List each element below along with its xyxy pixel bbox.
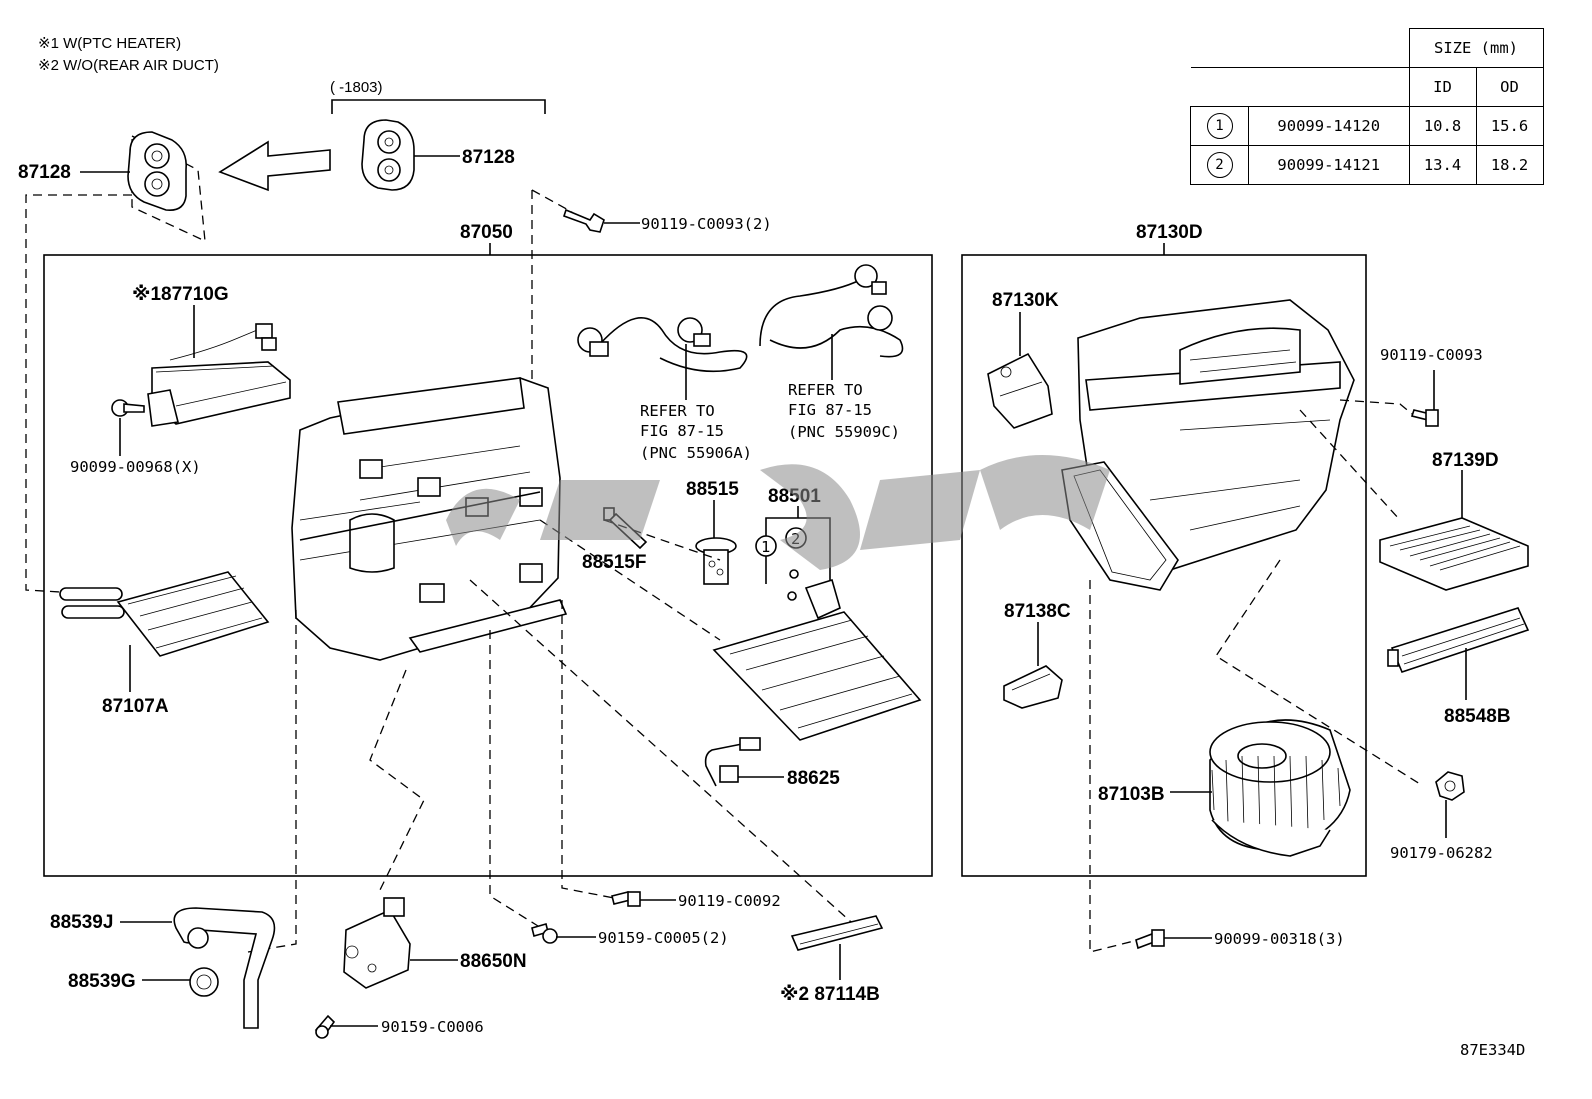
assembly-box-87050 xyxy=(43,254,933,877)
label-90119-C0093: 90119-C0093 xyxy=(1380,346,1483,364)
watermark-logo xyxy=(446,455,1110,570)
drain-hose-88539J xyxy=(173,907,276,1029)
aspirator-hose-55906A xyxy=(577,317,748,373)
refer-2-line-a: REFER TO xyxy=(788,381,863,399)
table-row: 2 90099-14121 13.4 18.2 xyxy=(1190,145,1544,185)
screw-90119-C0092 xyxy=(611,891,641,907)
label-87103B: 87103B xyxy=(1098,784,1165,805)
size-table-header: SIZE (mm) xyxy=(1408,28,1544,68)
screw-90099-00968 xyxy=(111,399,145,417)
label-87050: 87050 xyxy=(460,222,513,243)
label-87130D: 87130D xyxy=(1136,222,1203,243)
size-row-part: 90099-14121 xyxy=(1248,145,1410,185)
label-88515F: 88515F xyxy=(582,552,646,573)
heater-case-housing xyxy=(291,377,568,661)
refer-2-line-b: FIG 87-15 xyxy=(788,401,872,419)
label-87139D: 87139D xyxy=(1432,450,1499,471)
label-90159-C0006: 90159-C0006 xyxy=(381,1018,484,1036)
label-90099-00968-X: 90099-00968(X) xyxy=(70,458,201,476)
label-90119-C0092: 90119-C0092 xyxy=(678,892,781,910)
o-ring-mark-1: 1 xyxy=(761,538,770,556)
air-filter-87139D xyxy=(1379,517,1529,591)
refer-1-line-c: (PNC 55906A) xyxy=(640,444,752,462)
grommet-88539G xyxy=(189,967,219,997)
label-90179-06282: 90179-06282 xyxy=(1390,844,1493,862)
production-range: ( -1803) xyxy=(330,79,383,96)
size-table: SIZE (mm) ID OD 1 90099-14120 10.8 15.6 … xyxy=(1190,28,1544,185)
evaporator-88501 xyxy=(712,578,922,741)
label-88548B: 88548B xyxy=(1444,706,1511,727)
diagram-code: 87E334D xyxy=(1460,1041,1525,1059)
label-87130K: 87130K xyxy=(992,290,1059,311)
size-row-od: 18.2 xyxy=(1475,145,1544,185)
nut-90179-06282 xyxy=(1435,771,1465,801)
size-table-col-od: OD xyxy=(1475,67,1544,107)
size-table-col-id: ID xyxy=(1408,67,1477,107)
filter-cover-88548B xyxy=(1387,607,1530,673)
label-87138C: 87138C xyxy=(1004,601,1071,622)
arrow-icon xyxy=(218,140,331,192)
ptc-heater-87710G xyxy=(147,323,291,427)
note-ptc-heater: ※1 W(PTC HEATER) xyxy=(38,35,181,52)
label-87128-right: 87128 xyxy=(462,147,515,168)
size-row-id: 13.4 xyxy=(1408,145,1477,185)
label-88625: 88625 xyxy=(787,768,840,789)
size-row-id: 10.8 xyxy=(1408,106,1477,146)
thermistor-88625 xyxy=(704,737,761,787)
blower-housing xyxy=(1061,299,1355,591)
label-88539J: 88539J xyxy=(50,912,113,933)
note-rear-air-duct: ※2 W/O(REAR AIR DUCT) xyxy=(38,57,219,74)
label-87128-left: 87128 xyxy=(18,162,71,183)
size-row-part: 90099-14120 xyxy=(1248,106,1410,146)
label-87710G: ※187710G xyxy=(132,284,229,305)
refer-1-line-a: REFER TO xyxy=(640,402,715,420)
screw-90119-C0093-right xyxy=(1410,409,1439,427)
heater-core-87107A xyxy=(59,571,270,657)
label-90159-C0005-2: 90159-C0005(2) xyxy=(598,929,729,947)
blower-motor-87103B xyxy=(1209,719,1351,857)
duct-87114B xyxy=(790,915,884,951)
grommet-87128-right xyxy=(361,119,415,191)
label-87107A: 87107A xyxy=(102,696,169,717)
label-88515: 88515 xyxy=(686,479,739,500)
size-row-mark: 2 xyxy=(1206,152,1233,178)
screw-90159-C0006 xyxy=(314,1014,336,1039)
screw-90159-C0005 xyxy=(531,923,558,944)
size-row-od: 15.6 xyxy=(1475,106,1544,146)
refer-2-line-c: (PNC 55909C) xyxy=(788,423,900,441)
refer-1-line-b: FIG 87-15 xyxy=(640,422,724,440)
table-row: 1 90099-14120 10.8 15.6 xyxy=(1190,106,1544,146)
servo-motor-87130K xyxy=(987,352,1053,429)
size-row-mark: 1 xyxy=(1206,113,1233,139)
label-90119-C0093-2: 90119-C0093(2) xyxy=(641,215,772,233)
label-88650N: 88650N xyxy=(460,951,527,972)
aspirator-hose-55909C xyxy=(759,264,904,358)
expansion-valve-88515 xyxy=(695,537,737,585)
label-90099-00318-3: 90099-00318(3) xyxy=(1214,930,1345,948)
label-87114B: ※2 87114B xyxy=(780,984,880,1005)
label-88539G: 88539G xyxy=(68,971,136,992)
screw-90099-00318 xyxy=(1135,929,1165,950)
servo-motor-88650N xyxy=(343,897,411,989)
resistor-87138C xyxy=(1003,665,1063,709)
grommet-87128-left xyxy=(127,131,206,243)
